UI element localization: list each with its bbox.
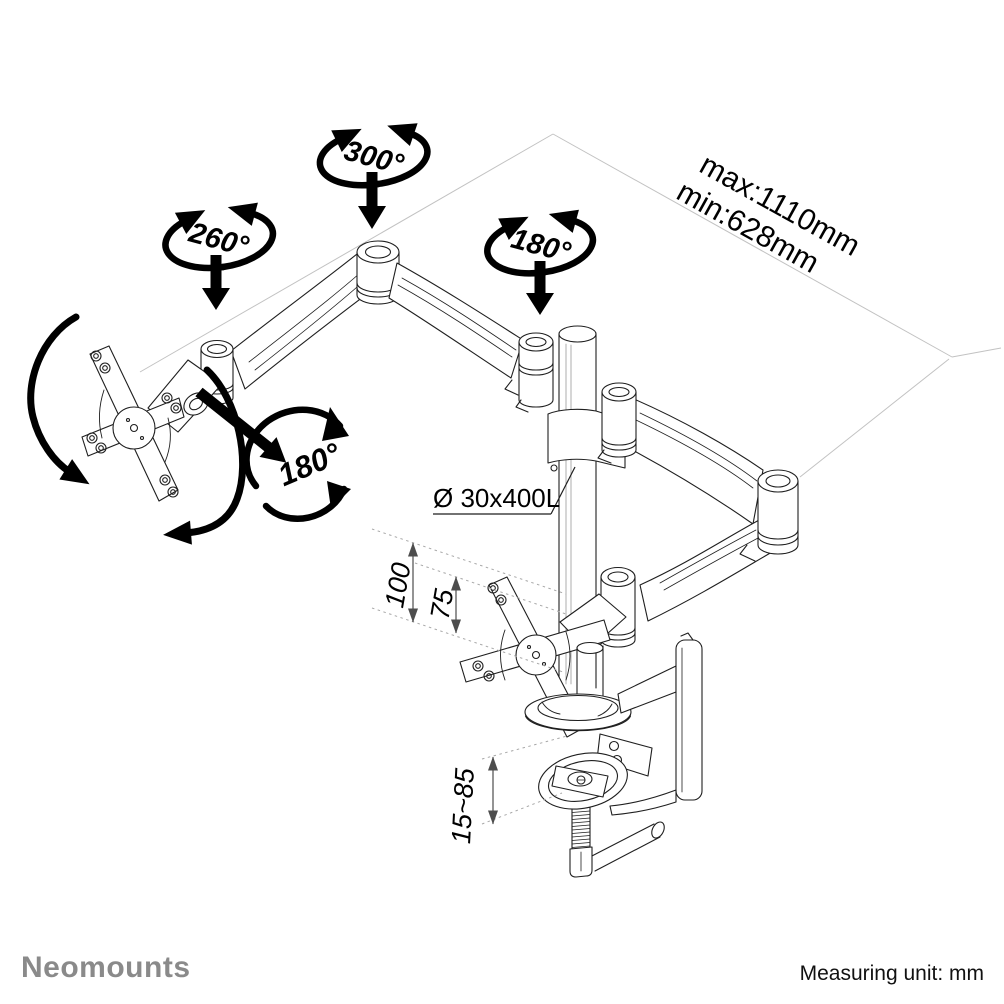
down-arrow-icon xyxy=(358,172,386,229)
tilt-pointer-arrow-icon xyxy=(195,387,287,463)
base-stem xyxy=(576,641,604,701)
lower-arm-forearm xyxy=(639,518,773,622)
pole-top-joint xyxy=(515,332,554,413)
clamp-range-label: 15~85 xyxy=(446,766,480,844)
measuring-unit-note: Measuring unit: mm xyxy=(799,962,984,985)
central-elbow-joint xyxy=(356,240,400,305)
swivel-arrow-right xyxy=(484,209,597,277)
rotation-label-top: 300° xyxy=(341,135,408,182)
pole-size-label: Ø 30x400L xyxy=(433,483,560,513)
tilt-arrow-group xyxy=(27,313,247,545)
base-flange xyxy=(524,693,632,732)
collar-joint xyxy=(597,382,637,464)
rotation-annotations xyxy=(27,123,597,545)
rotation-label-right: 180° xyxy=(508,223,575,270)
rotation-label-left: 260° xyxy=(185,216,253,263)
brand-logo: Neomounts xyxy=(21,951,191,984)
reach-dimension-lines xyxy=(139,133,1002,478)
right-elbow-joint xyxy=(739,469,799,562)
clamp-handle xyxy=(587,821,665,872)
dimension-arrows xyxy=(408,542,498,825)
tilt-circle-arrowheads xyxy=(322,407,351,509)
swivel-arrow-left xyxy=(162,202,277,272)
upper-arm-right-segment xyxy=(388,262,524,396)
swivel-arrow-top xyxy=(316,123,431,189)
upper-height-label: 100 xyxy=(379,560,416,610)
lower-arm-upper-segment xyxy=(626,398,764,525)
down-arrows xyxy=(195,172,554,463)
pole-label-leader xyxy=(433,466,576,515)
rod-threads xyxy=(571,807,591,848)
mount-line-art xyxy=(81,240,799,878)
vesa1-screw-holes xyxy=(86,350,182,498)
lower-height-label: 75 xyxy=(425,586,460,622)
clamp-screw-rod xyxy=(569,803,593,878)
down-arrow-icon xyxy=(526,261,554,315)
clamp-pad xyxy=(538,752,628,810)
vesa1-plate xyxy=(81,345,185,502)
down-arrow-icon xyxy=(202,255,230,310)
